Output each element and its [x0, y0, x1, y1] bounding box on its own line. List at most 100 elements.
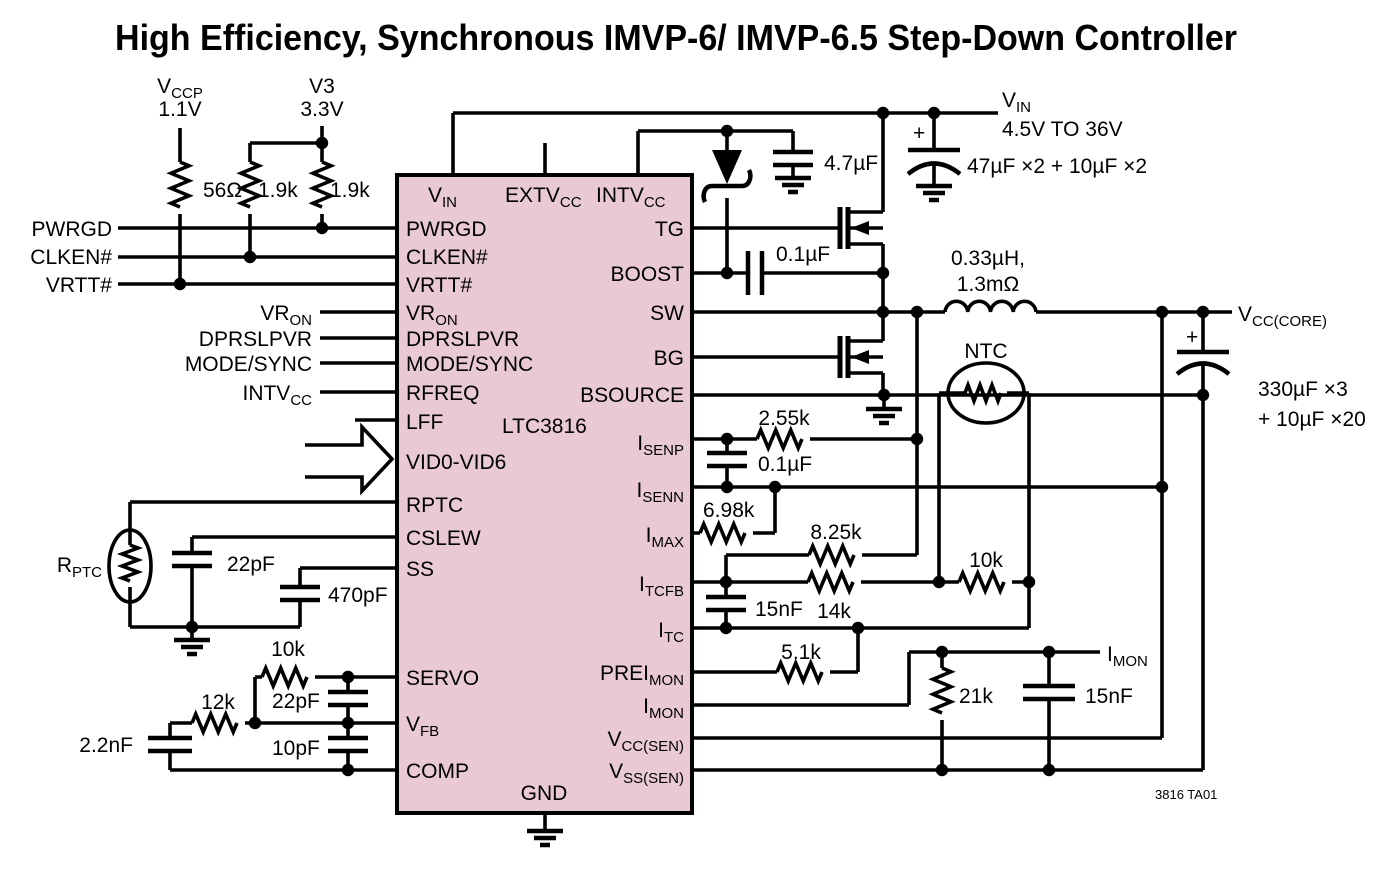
value-470pf: 470pF [328, 584, 388, 607]
mosfet-bottom [837, 336, 869, 378]
pin-isenp: ISENP [637, 432, 684, 459]
ic-part-number: LTC3816 [502, 415, 587, 438]
ic-body [395, 173, 694, 815]
resistor-2p55k [755, 428, 804, 450]
v3-supply-label: V3 [309, 75, 335, 98]
pin-itc: ITC [658, 619, 684, 646]
pin-imon: IMON [643, 695, 684, 722]
capacitor-2p2nf [148, 735, 192, 754]
value-4p7uf: 4.7µF [824, 152, 878, 175]
plus-output-cap: + [1186, 326, 1198, 349]
pin-pwrgd: PWRGD [406, 218, 487, 241]
signal-pwrgd: PWRGD [32, 218, 113, 241]
pin-dprslpvr: DPRSLPVR [406, 328, 519, 351]
value-22pf-fb: 22pF [272, 690, 320, 713]
pin-modesync: MODE/SYNC [406, 353, 533, 376]
pin-tg: TG [655, 218, 684, 241]
resistor-21k [931, 666, 953, 715]
value-output-caps-b: + 10µF ×20 [1258, 408, 1366, 431]
resistor-5p1k [775, 661, 824, 683]
inductor [943, 299, 1038, 313]
mosfet-top [837, 207, 869, 249]
value-15nf-tc: 15nF [755, 598, 803, 621]
wire-feedback [168, 675, 397, 772]
pin-vfb: VFB [406, 713, 439, 740]
wire-rptc-ss [128, 500, 397, 640]
pin-rptc: RPTC [406, 494, 463, 517]
value-2p55k: 2.55k [758, 407, 810, 430]
value-6p98k: 6.98k [703, 499, 755, 522]
ground-bsource-icon [866, 409, 902, 423]
pin-rfreq: RFREQ [406, 382, 480, 405]
circuit-wires [118, 111, 1232, 831]
capacitor-22pf-cslew [172, 550, 212, 569]
resistor-1p9k-a [239, 160, 261, 209]
rptc-label: RPTC [57, 554, 102, 581]
value-12k: 12k [201, 691, 235, 714]
vin-range: 4.5V TO 36V [1002, 118, 1123, 141]
capacitor-15nf-mon [1023, 683, 1075, 702]
ntc-thermistor [946, 361, 1026, 425]
value-sense-cap: 0.1µF [758, 453, 812, 476]
resistor-12k [190, 712, 239, 734]
pin-cslew: CSLEW [406, 527, 481, 550]
value-10k-ntc: 10k [969, 549, 1003, 572]
resistor-56ohm [169, 160, 191, 209]
value-1p9k-b: 1.9k [330, 179, 370, 202]
pin-clken: CLKEN# [406, 246, 488, 269]
pin-vccsen: VCC(SEN) [607, 728, 684, 755]
resistor-6p98k [698, 522, 747, 544]
pin-isenn: ISENN [636, 479, 684, 506]
vid-bus-arrow [305, 422, 395, 496]
value-10k-servo: 10k [271, 638, 305, 661]
pin-vron: VRON [406, 302, 458, 329]
capacitor-sense-0p1uf [707, 450, 747, 469]
value-boost-cap: 0.1µF [776, 243, 830, 266]
value-10pf: 10pF [272, 737, 320, 760]
pin-preimon: PREIMON [600, 662, 684, 689]
wire-ntc-legs [937, 391, 1031, 582]
signal-intvcc: INTVCC [242, 382, 312, 409]
imon-output-label: IMON [1107, 643, 1148, 670]
ptc-thermistor [107, 528, 153, 604]
pin-lff: LFF [406, 411, 443, 434]
signal-vron: VRON [260, 302, 312, 329]
pin-servo: SERVO [406, 667, 479, 690]
value-output-caps-a: 330µF ×3 [1258, 378, 1348, 401]
pin-boost: BOOST [610, 263, 684, 286]
pin-vrtt: VRTT# [406, 274, 472, 297]
ntc-label: NTC [964, 340, 1007, 363]
capacitor-470pf [280, 584, 320, 603]
capacitor-4p7uf [773, 149, 813, 168]
junction-dots [173, 106, 1210, 777]
value-22pf-cslew: 22pF [227, 553, 275, 576]
signal-dprslpvr: DPRSLPVR [199, 328, 312, 351]
vin-rail-label: VIN [1002, 89, 1031, 116]
pin-gnd: GND [521, 782, 568, 805]
signal-clken: CLKEN# [30, 246, 112, 269]
capacitor-output-polarized [1175, 349, 1231, 376]
figure-note: 3816 TA01 [1155, 787, 1217, 802]
plus-input-cap: + [913, 122, 925, 145]
pin-itcfb: ITCFB [639, 573, 684, 600]
wire-imon [692, 650, 1100, 770]
resistor-10k-servo [260, 666, 309, 688]
ground-cslew-icon [174, 640, 210, 654]
value-2p2nf: 2.2nF [79, 734, 133, 757]
ground-input-cap-icon [916, 186, 952, 200]
vccp-voltage: 1.1V [158, 98, 201, 121]
value-21k: 21k [959, 685, 993, 708]
capacitor-10pf [328, 735, 368, 754]
capacitors [148, 147, 1231, 754]
value-8p25k: 8.25k [810, 521, 862, 544]
value-1p9k-a: 1.9k [258, 179, 298, 202]
ground-intvcc-icon [775, 178, 811, 192]
capacitor-15nf-tc [706, 594, 746, 613]
pin-extvcc: EXTVCC [505, 184, 582, 211]
pin-comp: COMP [406, 760, 469, 783]
resistor-14k [806, 571, 855, 593]
schematic-title: High Efficiency, Synchronous IMVP-6/ IMV… [115, 17, 1237, 58]
vccp-supply-label: VCCP [157, 75, 203, 102]
